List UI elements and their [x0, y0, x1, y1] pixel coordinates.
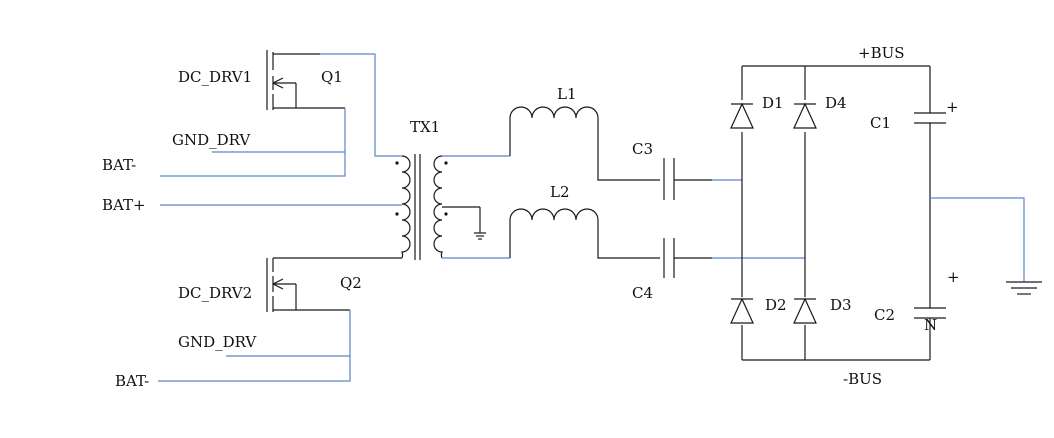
label-c1-polarity: +: [946, 98, 959, 116]
label-c3: C3: [632, 140, 653, 158]
label-d1: D1: [762, 94, 784, 112]
label-plus-bus: +BUS: [858, 44, 905, 62]
label-bat-minus-top: BAT-: [102, 156, 136, 174]
mosfet-q1: [266, 50, 345, 110]
label-minus-bus: -BUS: [843, 370, 882, 388]
label-c1: C1: [870, 114, 891, 132]
label-n-node: N: [924, 316, 937, 334]
label-gnd-drv-top: GND_DRV: [172, 131, 251, 149]
label-d4: D4: [825, 94, 847, 112]
midpoint-ground-wire: [930, 197, 1025, 282]
capacitor-c1: [914, 66, 946, 308]
inductor-l1: [509, 106, 660, 181]
capacitor-c2: [914, 307, 946, 360]
capacitor-c4: [663, 238, 712, 278]
label-bat-plus: BAT+: [102, 196, 146, 214]
capacitor-c3: [663, 158, 712, 200]
wires-q1: [160, 53, 402, 177]
label-bat-minus-bottom: BAT-: [115, 372, 149, 390]
diode-d1: [730, 102, 754, 129]
ground-symbol-small: [474, 232, 486, 240]
label-c4: C4: [632, 284, 653, 302]
label-dc-drv2: DC_DRV2: [178, 284, 252, 302]
label-d3: D3: [830, 296, 852, 314]
label-gnd-drv-bottom: GND_DRV: [178, 333, 257, 351]
transformer-tx1: [395, 154, 481, 260]
diode-d3: [793, 297, 817, 324]
wires-c3-c4: [712, 179, 805, 259]
diode-d2: [730, 297, 754, 324]
label-c2-polarity: +: [947, 268, 960, 286]
label-c2: C2: [874, 306, 895, 324]
label-dc-drv1: DC_DRV1: [178, 68, 252, 86]
label-d2: D2: [765, 296, 787, 314]
wires-secondary: [442, 155, 510, 259]
mosfet-q2: [266, 257, 402, 312]
wires-q2: [158, 310, 351, 382]
inductor-l2: [509, 208, 660, 259]
label-q2: Q2: [340, 274, 362, 292]
diode-d4: [793, 102, 817, 129]
label-l1: L1: [557, 85, 577, 103]
bridge-frame: [741, 65, 930, 361]
ground-symbol-large: [1006, 281, 1042, 295]
label-l2: L2: [550, 183, 570, 201]
label-tx1: TX1: [410, 118, 440, 136]
label-q1: Q1: [321, 68, 343, 86]
